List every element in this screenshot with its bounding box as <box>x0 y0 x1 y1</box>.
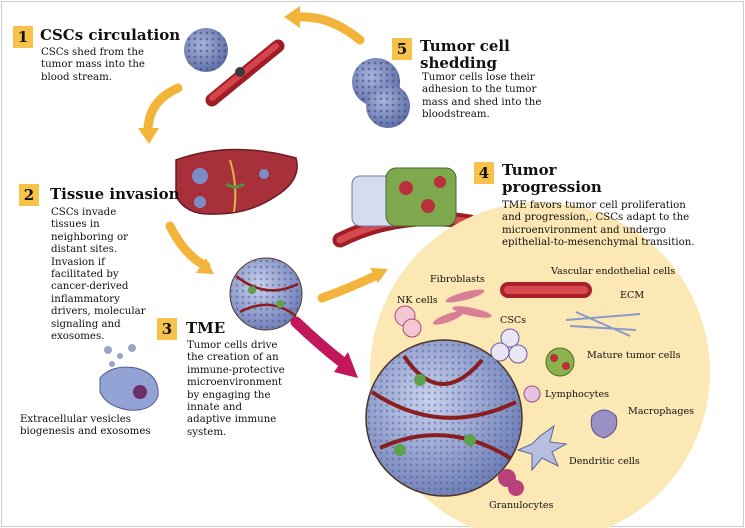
label-fibroblasts: Fibroblasts <box>430 274 485 285</box>
arrow-2-to-3 <box>165 221 211 271</box>
step-4-badge: 4 <box>474 162 494 184</box>
step-2-title: Tissue invasion <box>50 185 180 203</box>
tumor-shedding-illustration <box>352 58 410 128</box>
magenta-arrow <box>290 316 348 368</box>
arrow-5-to-1 <box>293 12 365 45</box>
label-mature-tumor-cells: Mature tumor cells <box>587 350 681 361</box>
liver-illustration <box>175 148 298 215</box>
arrow-3-to-4 <box>317 271 380 303</box>
label-vascular-endothelial: Vascular endothelial cells <box>551 266 676 277</box>
tme-detail-illustration <box>365 202 710 528</box>
arrow-1-to-2 <box>143 83 183 133</box>
label-granulocytes: Granulocytes <box>489 500 554 511</box>
step-3-badge: 3 <box>157 318 177 340</box>
step-5-badge: 5 <box>392 38 412 60</box>
exosome-illustration <box>99 344 159 411</box>
cycle-arrow-heads <box>138 6 388 283</box>
step-3-title: TME <box>186 319 226 337</box>
csc-circulation-illustration <box>184 28 285 107</box>
step-2-badge: 2 <box>19 184 39 206</box>
tumor-progression-illustration <box>332 167 478 248</box>
label-macrophages: Macrophages <box>628 406 695 417</box>
label-dendritic-cells: Dendritic cells <box>569 456 640 467</box>
step-1-title: CSCs circulation <box>40 26 181 44</box>
label-lymphocytes: Lymphocytes <box>545 389 610 400</box>
label-ecm: ECM <box>620 290 645 301</box>
tme-cluster-illustration <box>229 257 303 331</box>
label-nk-cells: NK cells <box>397 295 438 306</box>
step-1-badge: 1 <box>13 26 33 48</box>
label-cscs: CSCs <box>500 315 527 326</box>
